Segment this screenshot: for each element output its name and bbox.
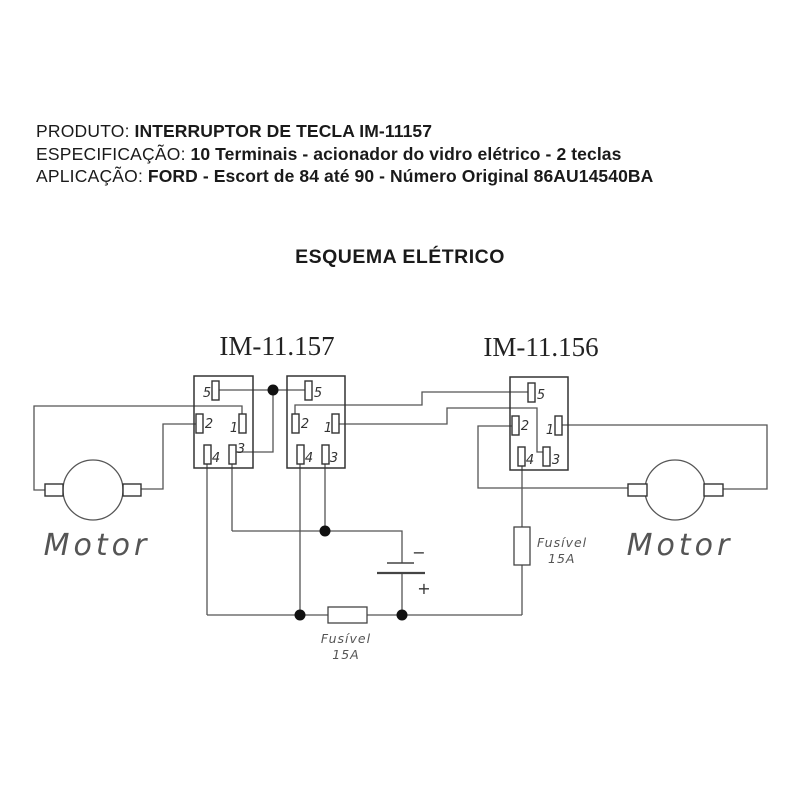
fuse-rating: 15A	[332, 647, 359, 662]
switch-block-outline	[509, 376, 569, 471]
terminal-pin-3	[321, 444, 330, 465]
switch-block-outline	[286, 375, 346, 469]
motor-body-circle	[644, 459, 706, 521]
spec-line-especificacao: ESPECIFICAÇÃO: 10 Terminais - acionador …	[36, 143, 653, 166]
terminal-label: 2	[205, 417, 213, 432]
switch-label-im-11157: IM-11.157	[219, 331, 334, 361]
terminal-pin-1	[331, 413, 340, 434]
terminal-pin-4	[203, 444, 212, 465]
battery: − +	[377, 543, 431, 598]
fuse-right: Fusível 15A	[513, 526, 587, 566]
terminal-label: 4	[526, 453, 534, 468]
wire	[562, 424, 768, 490]
motor-body-circle	[62, 459, 124, 521]
motor-terminal	[703, 483, 724, 497]
terminal-label: 5	[314, 386, 322, 401]
junction-dot	[396, 609, 408, 621]
motor-label: Motor	[627, 528, 734, 563]
terminal-pin-5	[211, 380, 220, 401]
switch-block-outline	[193, 375, 254, 469]
fuse-rating: 15A	[548, 551, 575, 566]
terminal-label: 1	[230, 421, 238, 436]
motor-label: Motor	[44, 528, 151, 563]
terminal-pin-4	[517, 446, 526, 467]
spec-label: ESPECIFICAÇÃO:	[36, 143, 186, 164]
terminal-label: 2	[521, 419, 529, 434]
switch-block-a: 5 2 1 4 3	[193, 375, 254, 469]
spec-line-produto: PRODUTO: INTERRUPTOR DE TECLA IM-11157	[36, 120, 653, 143]
motor-terminal	[627, 483, 648, 497]
terminal-label: 4	[212, 451, 220, 466]
battery-minus-sign: −	[412, 543, 425, 562]
wire	[294, 391, 528, 414]
terminal-label: 5	[537, 388, 545, 403]
spec-value: FORD - Escort de 84 até 90 - Número Orig…	[147, 166, 654, 186]
terminal-label: 1	[324, 421, 332, 436]
switch-block-c: 5 2 1 4 3	[509, 376, 569, 471]
junction-dot	[319, 525, 331, 537]
terminal-label: 3	[330, 451, 338, 466]
motor-left: Motor	[44, 459, 151, 563]
motor-terminal	[122, 483, 142, 497]
terminal-label: 5	[203, 386, 211, 401]
terminal-label: 1	[546, 423, 554, 438]
terminal-pin-2	[511, 415, 520, 436]
motor-right: Motor	[627, 459, 734, 563]
wire	[236, 390, 274, 453]
junctions	[267, 384, 408, 621]
terminal-pin-3	[228, 444, 237, 465]
terminal-label: 4	[305, 451, 313, 466]
wire	[232, 530, 403, 563]
spec-label: PRODUTO:	[36, 121, 130, 141]
spec-value: 10 Terminais - acionador do vidro elétri…	[190, 143, 622, 164]
fuse-bottom: Fusível 15A	[321, 606, 371, 662]
wire	[477, 425, 628, 489]
spec-line-aplicacao: APLICAÇÃO: FORD - Escort de 84 até 90 - …	[36, 165, 653, 188]
terminal-pin-1	[554, 415, 563, 436]
fuse-label: Fusível	[321, 631, 371, 646]
wire	[140, 423, 196, 490]
terminal-pin-5	[527, 382, 536, 403]
switch-label-im-11156: IM-11.156	[483, 332, 598, 362]
motor-terminal	[44, 483, 64, 497]
fuse-body	[513, 526, 531, 566]
switch-block-b: 5 2 1 4 3	[286, 375, 346, 469]
junction-dot	[267, 384, 279, 396]
terminal-label: 2	[301, 417, 309, 432]
wire	[339, 407, 543, 453]
terminal-pin-2	[195, 413, 204, 434]
terminal-pin-5	[304, 380, 313, 401]
fuse-body	[327, 606, 368, 624]
wire	[33, 405, 243, 491]
diagram-title: ESQUEMA ELÉTRICO	[295, 246, 505, 268]
wires	[33, 389, 768, 616]
fuse-label: Fusível	[537, 535, 587, 550]
terminal-pin-2	[291, 413, 300, 434]
junction-dot	[294, 609, 306, 621]
terminal-pin-3	[542, 446, 551, 467]
terminal-label: 3	[237, 442, 245, 457]
terminal-pin-1	[238, 413, 247, 434]
spec-value: INTERRUPTOR DE TECLA IM-11157	[134, 121, 433, 141]
product-specs: PRODUTO: INTERRUPTOR DE TECLA IM-11157 E…	[36, 120, 653, 188]
terminal-pin-4	[296, 444, 305, 465]
battery-plus-sign: +	[417, 579, 430, 598]
spec-label: APLICAÇÃO:	[36, 166, 144, 186]
terminal-label: 3	[552, 453, 560, 468]
